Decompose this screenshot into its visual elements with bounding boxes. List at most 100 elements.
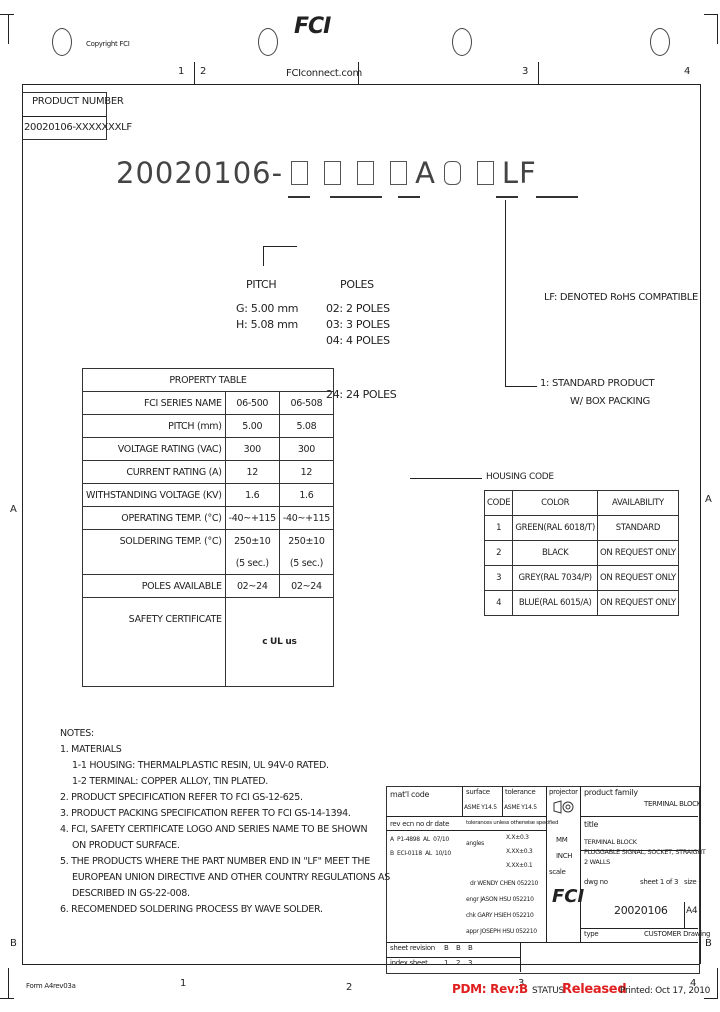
- title-label: title: [584, 820, 599, 829]
- divider: [462, 786, 463, 816]
- leader-line: [263, 246, 297, 247]
- tol-value: X.X±0.3: [506, 834, 529, 841]
- row-label: WITHSTANDING VOLTAGE (KV): [82, 483, 226, 507]
- zone-label: B: [10, 938, 17, 949]
- notes-block: NOTES: 1. MATERIALS 1-1 HOUSING: THERMAL…: [60, 726, 390, 918]
- zone-divider: [194, 62, 195, 84]
- divider: [386, 942, 698, 943]
- big-suffix: LF: [501, 156, 537, 190]
- date: 052210: [512, 912, 534, 919]
- note-line: 1. MATERIALS: [60, 744, 122, 755]
- cell: 06-508: [278, 391, 335, 415]
- fci-logo: FCI: [294, 14, 331, 39]
- note-line: ON PRODUCT SURFACE.: [72, 840, 180, 851]
- dr: AL: [423, 836, 430, 843]
- role: engr: [466, 896, 479, 903]
- big-letter-a: A: [415, 156, 436, 190]
- header-cell: CODE: [483, 490, 514, 516]
- copyright-text: Copyright FCI: [86, 40, 130, 48]
- cell: BLACK: [512, 540, 598, 566]
- zone-label: 3: [518, 978, 525, 989]
- zone-label: 2: [346, 982, 353, 993]
- underline: [398, 196, 420, 198]
- table-row: 1 GREEN(RAL 6018/T) STANDARD: [483, 515, 679, 541]
- underline: [288, 196, 310, 198]
- left-border: [22, 84, 23, 964]
- size-label: size: [684, 878, 697, 886]
- row-label: PITCH (mm): [82, 414, 226, 438]
- ecn: ECI-0118: [397, 850, 422, 857]
- property-table: PROPERTY TABLE FCI SERIES NAME 06-500 06…: [81, 368, 335, 687]
- right-border: [700, 84, 701, 964]
- cell: 02~24: [278, 574, 335, 598]
- pitch-item: G: 5.00 mm: [236, 302, 299, 315]
- table-row: FCI SERIES NAME 06-500 06-508: [82, 391, 335, 415]
- cell: 3: [483, 565, 514, 591]
- product-number-value: 20020106-XXXXXXXLF: [24, 122, 132, 133]
- placeholder-box: [476, 161, 494, 185]
- poles-item: 02: 2 POLES: [326, 302, 390, 315]
- punch-hole: [650, 28, 670, 56]
- table-row: WITHSTANDING VOLTAGE (KV) 1.6 1.6: [82, 483, 335, 507]
- projector-label: projector: [549, 788, 578, 796]
- cell: 06-500: [224, 391, 280, 415]
- table-row: SAFETY CERTIFICATE c UL us: [82, 597, 335, 687]
- zone-divider: [358, 62, 359, 84]
- date: 10/10: [435, 850, 451, 857]
- lf-note: LF: DENOTED RoHS COMPATIBLE: [544, 292, 699, 303]
- title-line: TERMINAL BLOCK: [584, 838, 637, 846]
- date: 07/10: [433, 836, 449, 843]
- sheet-label: sheet 1 of 3: [640, 878, 679, 886]
- housing-table: CODE COLOR AVAILABILITY 1 GREEN(RAL 6018…: [483, 490, 679, 616]
- tol-value: X.XX±0.1: [506, 862, 533, 869]
- name: GARY HSIEH: [477, 912, 511, 919]
- notes-title: NOTES:: [60, 728, 94, 739]
- cell: (5 sec.): [224, 552, 280, 575]
- rev-row: A P1-4898 AL 07/10: [390, 836, 449, 843]
- underline: [536, 196, 578, 198]
- sheet-rev: B: [444, 944, 449, 952]
- role: dr: [470, 880, 476, 887]
- note-line: DESCRIBED IN GS-22-008.: [72, 888, 190, 899]
- leader-line: [410, 478, 482, 479]
- frame-corner: [8, 14, 9, 44]
- cell: GREEN(RAL 6018/T): [512, 515, 598, 541]
- header-cell: COLOR: [512, 490, 598, 516]
- cell: ON REQUEST ONLY: [596, 540, 679, 566]
- divider: [580, 816, 698, 817]
- divider: [684, 902, 685, 928]
- zone-label: 4: [690, 978, 697, 989]
- type-value: CUSTOMER Drawing: [644, 930, 711, 938]
- cell: 4: [483, 590, 514, 616]
- cell: 1: [483, 515, 514, 541]
- table-row: POLES AVAILABLE 02~24 02~24: [82, 574, 335, 598]
- divider: [502, 786, 503, 816]
- placeholder-box: [357, 161, 375, 185]
- poles-item: 04: 4 POLES: [326, 334, 390, 347]
- cell: GREY(RAL 7034/P): [512, 565, 598, 591]
- row-label: SOLDERING TEMP. (°C): [82, 529, 226, 552]
- cell: -40~+115: [224, 506, 280, 530]
- ecn: P1-4898: [397, 836, 420, 843]
- divider: [580, 786, 581, 942]
- cell: -40~+115: [278, 506, 335, 530]
- row-label: FCI SERIES NAME: [82, 391, 226, 415]
- safety-label: SAFETY CERTIFICATE: [82, 597, 226, 687]
- underline: [330, 196, 382, 198]
- table-header: CODE COLOR AVAILABILITY: [483, 490, 679, 516]
- cell: (5 sec.): [278, 552, 335, 575]
- form-id: Form A4rev03a: [26, 982, 76, 990]
- ul-mark: c UL us: [224, 597, 335, 687]
- frame-corner: [717, 14, 718, 44]
- fci-logo-small: FCI: [552, 886, 585, 907]
- zone-label: 2: [200, 66, 207, 77]
- index-value: 3: [468, 959, 473, 967]
- row-label: POLES AVAILABLE: [82, 574, 226, 598]
- tolerance-label: tolerance: [505, 788, 536, 796]
- pitch-title: PITCH: [246, 278, 277, 291]
- cell: 12: [224, 460, 280, 484]
- name: JOSEPH HSU: [480, 928, 515, 935]
- cell: 250±10: [278, 529, 335, 552]
- projection-symbol-icon: [553, 800, 574, 814]
